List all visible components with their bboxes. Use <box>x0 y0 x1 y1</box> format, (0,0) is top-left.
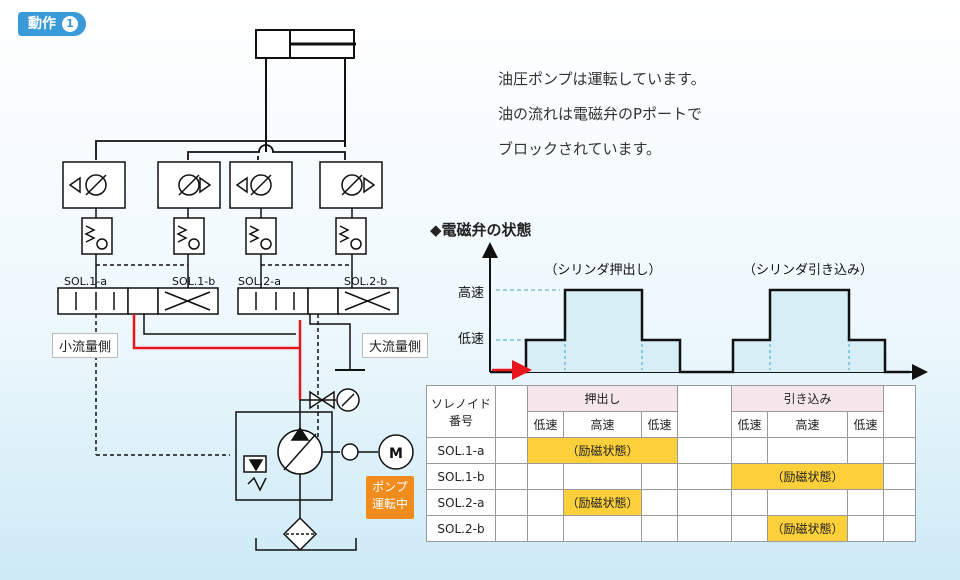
description: 油圧ポンプは運転しています。 油の流れは電磁弁のPポートで ブロックされています… <box>498 62 706 167</box>
subheader: 低速 <box>641 411 678 438</box>
flow-control-valve-3 <box>229 161 293 209</box>
description-line: 油圧ポンプは運転しています。 <box>498 70 706 88</box>
table-row: SOL.2-a （励磁状態） <box>426 489 916 516</box>
solenoid-table: ソレノイド番号 押出し 引き込み 低速 高速 低速 低速 高速 低速 SOL.1… <box>426 385 916 542</box>
step-fill <box>490 290 910 372</box>
pump-running-line: ポンプ <box>372 480 408 494</box>
check-valves <box>81 217 367 255</box>
y-label-high: 高速 <box>458 285 484 301</box>
step-badge-label: 動作 <box>28 16 56 32</box>
y-label-low: 低速 <box>458 332 484 347</box>
cylinder <box>255 29 356 152</box>
valve-lines <box>95 208 353 288</box>
cylinder-lines <box>95 140 346 160</box>
solenoid-labels: SOL.1-a SOL.1-b SOL.2-a SOL.2-b <box>64 275 387 288</box>
motor-label: M <box>389 446 403 462</box>
active-cell: （励磁状態） <box>563 489 642 516</box>
pump-unit <box>235 400 414 552</box>
pressure-gauge <box>300 388 360 412</box>
subheader: 低速 <box>847 411 884 438</box>
flow-control-valves <box>62 161 383 209</box>
table-row: SOL.2-b （励磁状態） <box>426 515 916 542</box>
table-header-solenoid: ソレノイド番号 <box>426 385 496 438</box>
pump-running-badge: ポンプ 運転中 <box>366 476 414 519</box>
status-chart-title: ◆電磁弁の状態 <box>430 221 532 239</box>
large-flow-side-label: 大流量側 <box>362 333 429 358</box>
flow-control-valve-1 <box>62 161 126 209</box>
flow-control-valve-2 <box>157 161 221 209</box>
table-row: SOL.1-a （励磁状態） <box>426 437 916 464</box>
subheader: 低速 <box>527 411 564 438</box>
sol-1b-label: SOL.1-b <box>172 275 215 288</box>
subheader: 高速 <box>767 411 848 438</box>
sol-2a-label: SOL.2-a <box>238 275 281 288</box>
active-cell: （励磁状態） <box>731 463 884 490</box>
pressure-line <box>132 314 302 400</box>
phase-label-retract: （シリンダ引き込み） <box>743 263 873 278</box>
pump-running-line: 運転中 <box>371 497 408 511</box>
group-extend: 押出し <box>527 385 678 412</box>
active-cell: （励磁状態） <box>767 515 848 542</box>
sol-2b-label: SOL.2-b <box>344 275 387 288</box>
group-retract: 引き込み <box>731 385 884 412</box>
step-badge: 動作 1 <box>18 12 86 36</box>
small-flow-side-label: 小流量側 <box>52 333 119 358</box>
flow-control-valve-4 <box>319 161 383 209</box>
return-lines <box>95 314 365 456</box>
status-chart: 高速 低速 （シリンダ押出し） （シリンダ引き込み） <box>458 242 928 380</box>
sol-1a-label: SOL.1-a <box>64 275 107 288</box>
subheader: 低速 <box>731 411 768 438</box>
phase-label-extend: （シリンダ押出し） <box>544 263 661 278</box>
table-row: SOL.1-b （励磁状態） <box>426 463 916 490</box>
subheader: 高速 <box>563 411 642 438</box>
active-cell: （励磁状態） <box>527 437 678 464</box>
step-number: 1 <box>62 16 78 32</box>
step-line <box>490 288 910 374</box>
description-line: 油の流れは電磁弁のPポートで <box>498 105 703 123</box>
description-line: ブロックされています。 <box>498 140 662 158</box>
solenoid-valves <box>57 287 399 315</box>
